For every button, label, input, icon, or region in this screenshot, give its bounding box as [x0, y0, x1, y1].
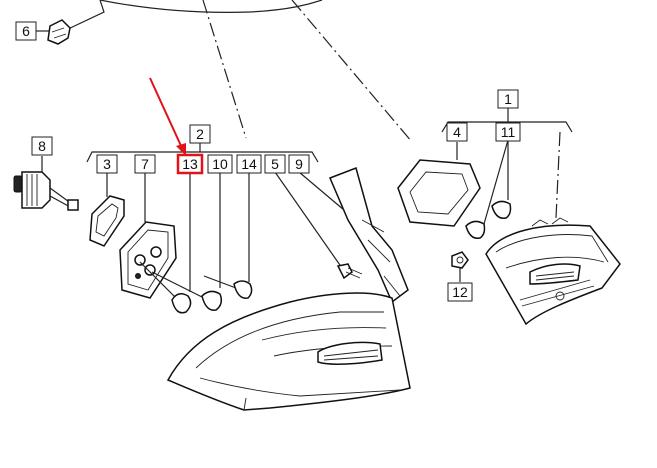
svg-text:1: 1	[504, 91, 512, 107]
callout-brackets	[86, 108, 573, 163]
callout-5[interactable]: 5	[264, 154, 286, 174]
svg-text:4: 4	[453, 124, 461, 140]
svg-text:7: 7	[141, 156, 149, 172]
highlight-arrow	[149, 77, 186, 156]
callout-2[interactable]: 2	[189, 124, 211, 144]
callout-6[interactable]: 6	[15, 21, 37, 41]
callout-14[interactable]: 14	[236, 154, 262, 174]
svg-text:13: 13	[182, 156, 198, 172]
bracket-part-9	[298, 167, 409, 304]
svg-text:5: 5	[271, 156, 279, 172]
bulb-holder-part-7	[119, 172, 177, 299]
svg-text:11: 11	[501, 124, 516, 140]
callout-13-highlighted[interactable]: 13	[176, 153, 204, 175]
svg-text:14: 14	[241, 156, 257, 172]
svg-text:9: 9	[295, 156, 303, 172]
svg-text:2: 2	[196, 126, 204, 142]
callout-7[interactable]: 7	[134, 154, 156, 174]
svg-text:8: 8	[38, 138, 46, 154]
bulbs	[139, 172, 253, 314]
callout-1[interactable]: 1	[497, 89, 519, 109]
clip-part-6	[36, 19, 71, 45]
gasket-part-4	[397, 142, 481, 227]
car-body-outline	[65, 0, 323, 31]
nut-part-12	[451, 251, 469, 282]
screw-part-5	[274, 171, 363, 280]
callout-9[interactable]: 9	[288, 154, 310, 174]
svg-text:12: 12	[452, 284, 468, 300]
small-bulbs-part-11	[465, 139, 512, 239]
svg-text:3: 3	[103, 156, 111, 172]
callout-11[interactable]: 11	[495, 122, 521, 142]
socket-part-8	[13, 156, 79, 211]
callout-12[interactable]: 12	[447, 282, 473, 302]
callout-4[interactable]: 4	[446, 122, 468, 142]
callout-8[interactable]: 8	[31, 136, 53, 156]
inner-tail-light	[485, 217, 621, 326]
leader-lines	[202, 0, 561, 219]
gasket-part-3	[89, 172, 125, 247]
svg-text:10: 10	[212, 156, 228, 172]
callout-3[interactable]: 3	[96, 154, 118, 174]
callout-10[interactable]: 10	[207, 154, 233, 174]
outer-tail-light	[166, 292, 411, 411]
svg-text:6: 6	[22, 23, 30, 39]
